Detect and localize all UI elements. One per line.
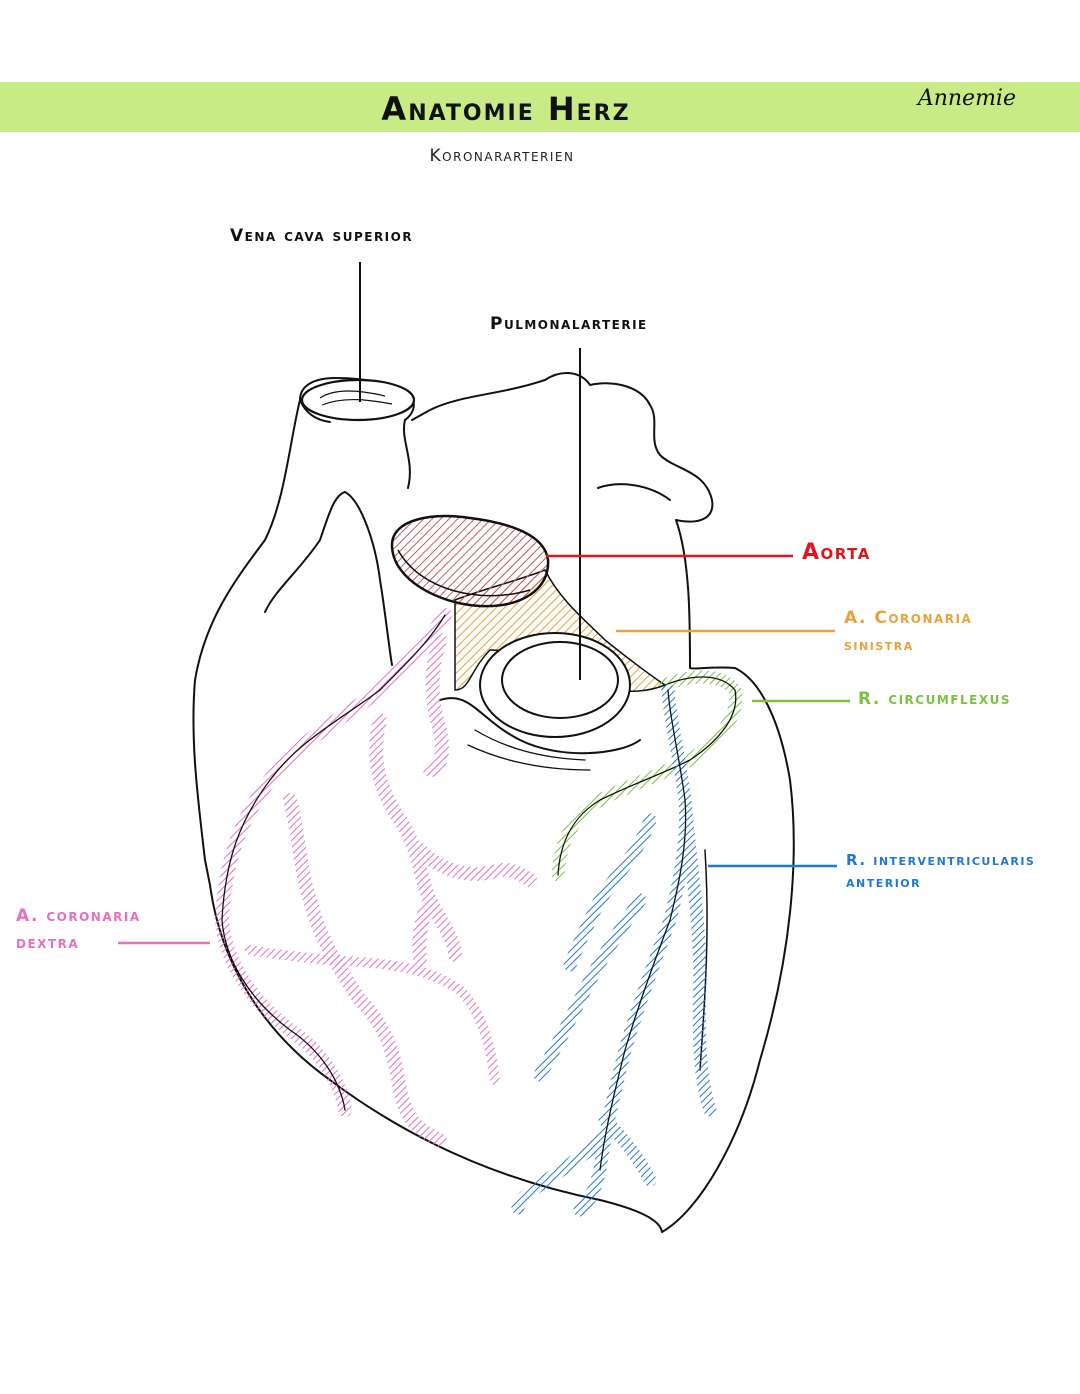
label-a-coronaria-dextra-line1: A. coronaria — [16, 906, 141, 926]
label-a-coronaria-sinistra-line2: sinistra — [844, 636, 914, 654]
label-r-interventricularis-line1: R. interventricularis — [846, 851, 1036, 869]
page-subtitle: Koronararterien — [429, 146, 575, 166]
label-a-coronaria-sinistra-line1: A. Coronaria — [844, 608, 973, 628]
label-r-circumflexus: R. circumflexus — [858, 689, 1011, 709]
label-pulmonalarterie: Pulmonalarterie — [490, 314, 648, 334]
r-interventricularis-vessel — [511, 683, 717, 1217]
label-aorta: Aorta — [802, 540, 871, 565]
label-vena-cava-superior: Vena cava superior — [230, 226, 414, 246]
pulmonalarterie-opening — [479, 632, 631, 738]
author-signature: Annemie — [917, 86, 1016, 111]
vena-cava-opening — [300, 378, 416, 422]
label-a-coronaria-dextra-line2: dextra — [16, 933, 80, 953]
label-r-interventricularis-line2: anterior — [846, 873, 922, 891]
a-coronaria-dextra-vessel — [215, 608, 537, 1147]
header-bar — [0, 82, 1080, 132]
aorta-vessel — [390, 514, 550, 608]
r-circumflexus-vessel — [551, 670, 743, 882]
page-title: Anatomie Herz — [381, 90, 631, 128]
